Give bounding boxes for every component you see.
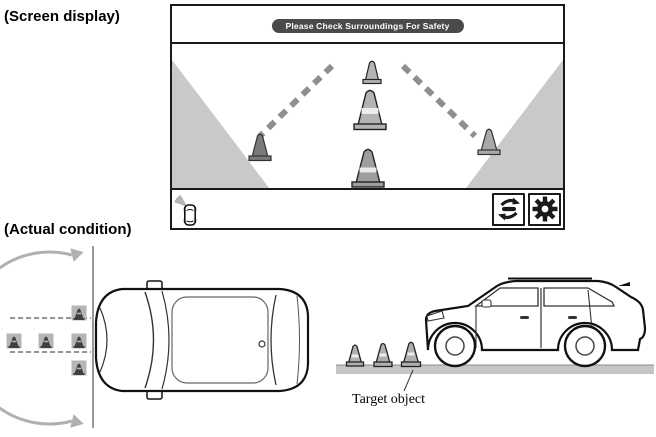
car-top-view (94, 280, 310, 400)
object-marker-icon (71, 360, 87, 376)
actual-condition-label: (Actual condition) (4, 221, 132, 238)
suv-side-view (424, 277, 647, 368)
rear-window (543, 287, 616, 307)
door-handle (568, 316, 577, 319)
view-switch-button[interactable] (492, 192, 525, 226)
antenna (618, 282, 630, 286)
safety-warning-text: Please Check Surroundings For Safety (285, 21, 450, 31)
vehicle-top-shape (183, 204, 197, 226)
camera-view-graphic (172, 60, 563, 188)
cone-middle-icon (353, 89, 387, 131)
sensor-fan-shape (174, 194, 188, 207)
camera-view-area (172, 42, 563, 190)
settings-button[interactable] (528, 192, 561, 226)
cone-far-icon (362, 60, 382, 85)
rear-wheel-hub (575, 336, 595, 356)
headlight (426, 310, 445, 322)
screen-toolbar (172, 190, 563, 228)
side-mirror (481, 299, 492, 308)
detection-arc (0, 250, 73, 426)
screen-display-label: (Screen display) (4, 8, 120, 25)
top-view-illustration (0, 240, 330, 432)
cone-icon (345, 344, 365, 367)
door-handle (520, 316, 529, 319)
guide-line-right (400, 63, 478, 139)
top-view-graphic (0, 246, 310, 428)
view-switch-icon (497, 197, 520, 221)
target-object-label: Target object (352, 392, 426, 407)
cone-left-icon (248, 133, 272, 162)
safety-warning-banner: Please Check Surroundings For Safety (271, 19, 464, 33)
side-view-graphic (336, 277, 654, 392)
arc-arrow-top-icon (70, 248, 84, 262)
front-wheel (433, 324, 477, 368)
blind-area-right (466, 60, 563, 188)
guide-line-left (257, 63, 335, 139)
object-marker-icon (38, 333, 54, 349)
vehicle-indicator (174, 191, 208, 227)
cone-near-icon (351, 148, 385, 188)
screen-button-group (492, 192, 561, 226)
side-view-illustration: Target object (330, 240, 656, 432)
gear-icon (532, 196, 557, 222)
cone-right-icon (477, 128, 501, 156)
screen-banner-strip: Please Check Surroundings For Safety (172, 6, 563, 42)
object-marker-icon (71, 333, 87, 349)
object-marker-icon (6, 333, 22, 349)
blind-area-left (172, 60, 269, 188)
front-wheel-hub (445, 336, 465, 356)
rear-wheel (563, 324, 607, 368)
camera-screen-panel: Please Check Surroundings For Safety (170, 4, 565, 230)
cone-icon (373, 342, 393, 368)
arc-arrow-bottom-icon (70, 414, 84, 428)
vehicle-with-sensor-fan-icon (174, 194, 197, 226)
object-marker-icon (71, 305, 87, 321)
target-leader-line (403, 369, 414, 392)
target-cone-icon (400, 341, 422, 368)
ground-strip (336, 365, 654, 374)
